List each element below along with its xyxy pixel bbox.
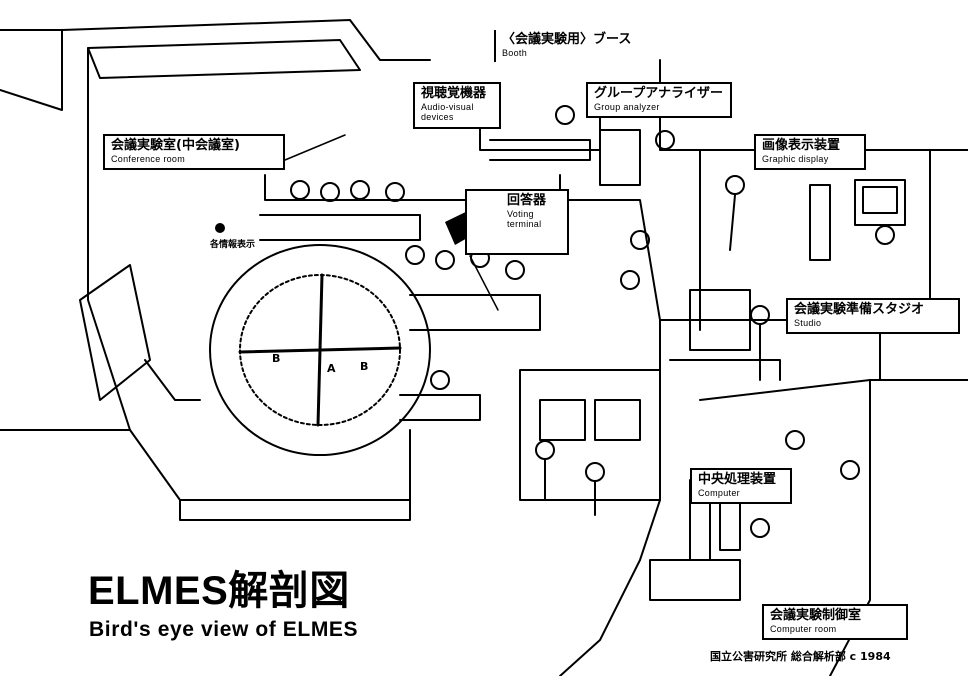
label-computer-room: 会議実験制御室 Computer room (762, 604, 908, 641)
screen-stand (144, 359, 201, 401)
desk-booth (489, 139, 591, 161)
label-computer-en: Computer (698, 487, 740, 498)
label-audio-visual-en2: devices (421, 112, 454, 123)
subtitle: Bird's eye view of ELMES (89, 618, 359, 641)
label-computer-jp: 中央処理装置 (698, 472, 777, 487)
computer-room-wall-2 (829, 379, 871, 676)
label-studio: 会議実験準備スタジオ Studio (786, 298, 960, 335)
round-table-outer (209, 244, 431, 456)
info-display-label: 各情報表示 (210, 240, 256, 250)
label-voting-terminal-en2: terminal (507, 219, 542, 230)
label-conference-room: 会議実験室(中会議室) Conference room (103, 134, 285, 171)
label-computer-room-en: Computer room (770, 623, 837, 634)
label-studio-jp: 会議実験準備スタジオ (794, 302, 925, 317)
outer-wall-left (0, 29, 63, 111)
seat-letter-left: B (272, 352, 281, 365)
conf-room-back-wall (264, 174, 561, 201)
group-analyzer-unit (599, 129, 641, 186)
label-studio-en: Studio (794, 317, 822, 328)
seat-letter-right: B (360, 360, 369, 373)
corridor-wall (559, 499, 661, 676)
desk-row-back (259, 214, 421, 241)
label-graphic-display: 画像表示装置 Graphic display (754, 134, 866, 171)
label-audio-visual-en: Audio-visual (421, 101, 474, 112)
studio-cabinet (809, 184, 831, 261)
graphic-display-unit (854, 179, 906, 226)
floor-base (179, 499, 411, 521)
label-computer: 中央処理装置 Computer (690, 468, 792, 505)
ceiling-beam (87, 39, 361, 79)
label-booth-jp: 〈会議実験用〉ブース (502, 32, 632, 47)
label-voting-terminal: 回答器 Voting terminal (465, 189, 569, 255)
seat-letter-center: A (327, 362, 336, 375)
projection-screen (79, 264, 151, 401)
label-conference-room-en: Conference room (111, 153, 186, 164)
table-divider-v (316, 273, 324, 427)
studio-machines (689, 289, 751, 351)
label-computer-room-jp: 会議実験制御室 (770, 608, 862, 623)
leader-voting (469, 255, 499, 311)
computer-room-wall (699, 379, 968, 401)
credit-line: 国立公害研究所 総合解析部 c 1984 (710, 650, 891, 663)
label-audio-visual-jp: 視聴覚機器 (421, 86, 487, 101)
info-icon (215, 223, 225, 233)
desk-studio (669, 359, 781, 381)
leader-conference (284, 134, 346, 161)
label-group-analyzer-jp: グループアナライザー (594, 86, 723, 101)
label-group-analyzer: グループアナライザー Group analyzer (586, 82, 732, 119)
label-booth: 〈会議実験用〉ブース Booth (494, 30, 632, 63)
desk-computer (649, 559, 741, 601)
graphic-display-screen (862, 186, 898, 214)
label-conference-room-jp: 会議実験室(中会議室) (111, 138, 240, 153)
label-graphic-display-en: Graphic display (762, 153, 829, 164)
partition-mid (559, 199, 661, 401)
desk-operator (399, 394, 481, 421)
main-title: ELMES解剖図 (88, 569, 350, 613)
label-voting-terminal-jp: 回答器 (507, 193, 547, 208)
round-table-inner (239, 274, 401, 426)
label-graphic-display-jp: 画像表示装置 (762, 138, 841, 153)
window-2 (594, 399, 641, 441)
floor-edge-left (0, 429, 411, 501)
label-voting-terminal-en: Voting (507, 208, 534, 219)
desk-row-mid (409, 294, 541, 331)
outer-wall-top (61, 19, 431, 61)
window-1 (539, 399, 586, 441)
label-booth-en: Booth (502, 47, 528, 58)
label-group-analyzer-en: Group analyzer (594, 101, 660, 112)
label-audio-visual: 視聴覚機器 Audio-visual devices (413, 82, 501, 129)
